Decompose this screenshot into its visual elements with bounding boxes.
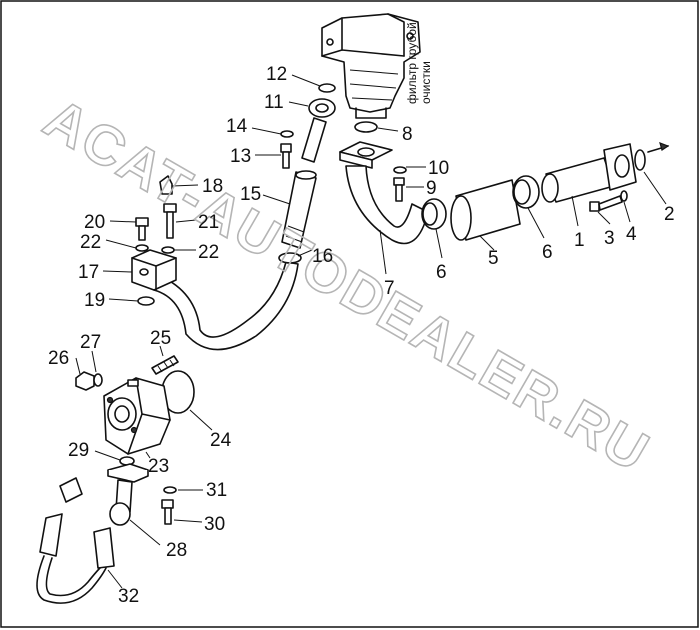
bolt-9	[393, 177, 405, 202]
washer-14	[280, 130, 294, 138]
hose-32	[36, 477, 115, 604]
label-20: 20	[84, 212, 105, 233]
label-21: 21	[198, 212, 219, 233]
washer-27	[93, 373, 103, 387]
label-2: 2	[664, 204, 675, 225]
label-30: 30	[204, 514, 225, 535]
o-ring-2	[634, 149, 646, 171]
bolt-30	[161, 499, 174, 525]
label-23: 23	[148, 456, 169, 477]
bolt-18	[159, 175, 173, 195]
clamp-16	[278, 252, 302, 264]
note-line-1: фильтр грубой	[405, 22, 419, 104]
nut-26	[75, 371, 95, 391]
label-5: 5	[488, 248, 499, 269]
label-28: 28	[166, 540, 187, 561]
label-31: 31	[206, 480, 227, 501]
pipe-1	[541, 143, 637, 203]
o-ring-8	[354, 121, 378, 133]
strainer-filter	[321, 13, 421, 119]
clamp-6-left	[421, 198, 447, 230]
label-17: 17	[78, 262, 99, 283]
label-25: 25	[150, 328, 171, 349]
hose-upper	[301, 117, 327, 163]
label-14: 14	[226, 116, 248, 137]
washer-10	[393, 166, 407, 174]
pump-23	[103, 377, 171, 455]
bolt-20	[135, 217, 149, 241]
elbow-28	[107, 463, 149, 526]
flange-11	[308, 98, 336, 118]
label-27: 27	[80, 332, 101, 353]
o-ring-12	[318, 83, 336, 93]
o-ring-19	[137, 296, 155, 306]
label-7: 7	[384, 278, 395, 299]
label-18: 18	[202, 176, 223, 197]
label-13: 13	[230, 146, 251, 167]
leader-lines	[75, 74, 667, 589]
bolt-13	[280, 143, 292, 169]
label-16: 16	[312, 246, 333, 267]
hose-5	[450, 179, 521, 241]
part-labels: 1 2 3 4 5 6 6 7 8 9 10 11 12 13 14 15 16…	[48, 64, 675, 607]
stud-25	[151, 355, 179, 375]
washer-31	[163, 486, 177, 494]
label-6-right: 6	[542, 242, 553, 263]
label-1: 1	[574, 230, 585, 251]
bolt-3	[589, 195, 623, 212]
washer-22-left	[135, 244, 149, 252]
label-32: 32	[118, 586, 139, 607]
label-19: 19	[84, 290, 105, 311]
washer-22-right	[161, 246, 175, 254]
bolt-21	[163, 203, 177, 239]
label-9: 9	[426, 178, 437, 199]
elbow-17	[131, 249, 177, 291]
label-6-left: 6	[436, 262, 447, 283]
label-3: 3	[604, 228, 615, 249]
label-15: 15	[240, 184, 261, 205]
label-8: 8	[402, 124, 413, 145]
label-12: 12	[266, 64, 287, 85]
note-line-2: очистки	[419, 61, 433, 104]
washer-4	[620, 190, 628, 202]
flange-pipe-7	[339, 141, 429, 245]
suction-tube	[153, 261, 299, 351]
label-24: 24	[210, 430, 232, 451]
label-26: 26	[48, 348, 69, 369]
label-22-right: 22	[198, 242, 219, 263]
label-11: 11	[264, 92, 284, 113]
hose-15	[281, 170, 317, 249]
label-22-left: 22	[80, 232, 101, 253]
strainer-note: фильтр грубой очистки	[405, 22, 433, 104]
label-4: 4	[626, 224, 637, 245]
label-29: 29	[68, 440, 89, 461]
label-10: 10	[428, 158, 449, 179]
clamp-6-right	[512, 175, 540, 209]
